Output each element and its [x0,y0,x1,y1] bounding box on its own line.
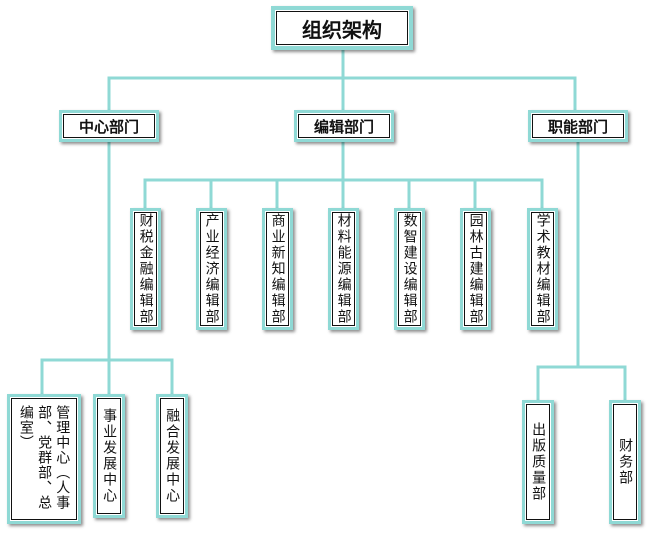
center-unit-management: 管理中心（人事部、党群部、总编室） [7,394,81,524]
editorial-unit: 财税金融编辑部 [130,208,161,330]
root-node: 组织架构 [271,6,413,50]
functional-unit: 财务部 [609,400,641,524]
editorial-unit-label: 数智建设编辑部 [401,213,418,325]
dept-center: 中心部门 [59,110,159,142]
editorial-unit: 产业经济编辑部 [196,208,227,330]
editorial-unit: 商业新知编辑部 [262,208,293,330]
center-unit-label: 融合发展中心 [164,408,181,504]
functional-unit-label: 财务部 [617,438,634,486]
editorial-unit: 数智建设编辑部 [394,208,425,330]
functional-unit-label: 出版质量部 [530,422,547,502]
editorial-unit-label: 材料能源编辑部 [335,213,352,325]
center-unit: 融合发展中心 [156,394,188,518]
center-unit-label: 事业发展中心 [101,408,118,504]
root-label: 组织架构 [302,17,382,42]
editorial-unit-label: 学术教材编辑部 [534,213,551,325]
editorial-unit-label: 财税金融编辑部 [137,213,154,325]
editorial-unit-label: 产业经济编辑部 [203,213,220,325]
dept-center-label: 中心部门 [78,117,139,136]
editorial-unit-label: 商业新知编辑部 [269,213,286,325]
center-unit: 事业发展中心 [93,394,125,518]
editorial-unit-label: 园林古建编辑部 [467,213,484,325]
dept-functional: 职能部门 [528,110,628,142]
dept-functional-label: 职能部门 [547,117,608,136]
dept-editorial-label: 编辑部门 [313,117,374,136]
editorial-unit: 园林古建编辑部 [460,208,491,330]
editorial-unit: 材料能源编辑部 [328,208,359,330]
dept-editorial: 编辑部门 [294,110,394,142]
center-unit-label: 管理中心（人事部、党群部、总编室） [17,405,71,510]
editorial-unit: 学术教材编辑部 [527,208,558,330]
functional-unit: 出版质量部 [522,400,554,524]
